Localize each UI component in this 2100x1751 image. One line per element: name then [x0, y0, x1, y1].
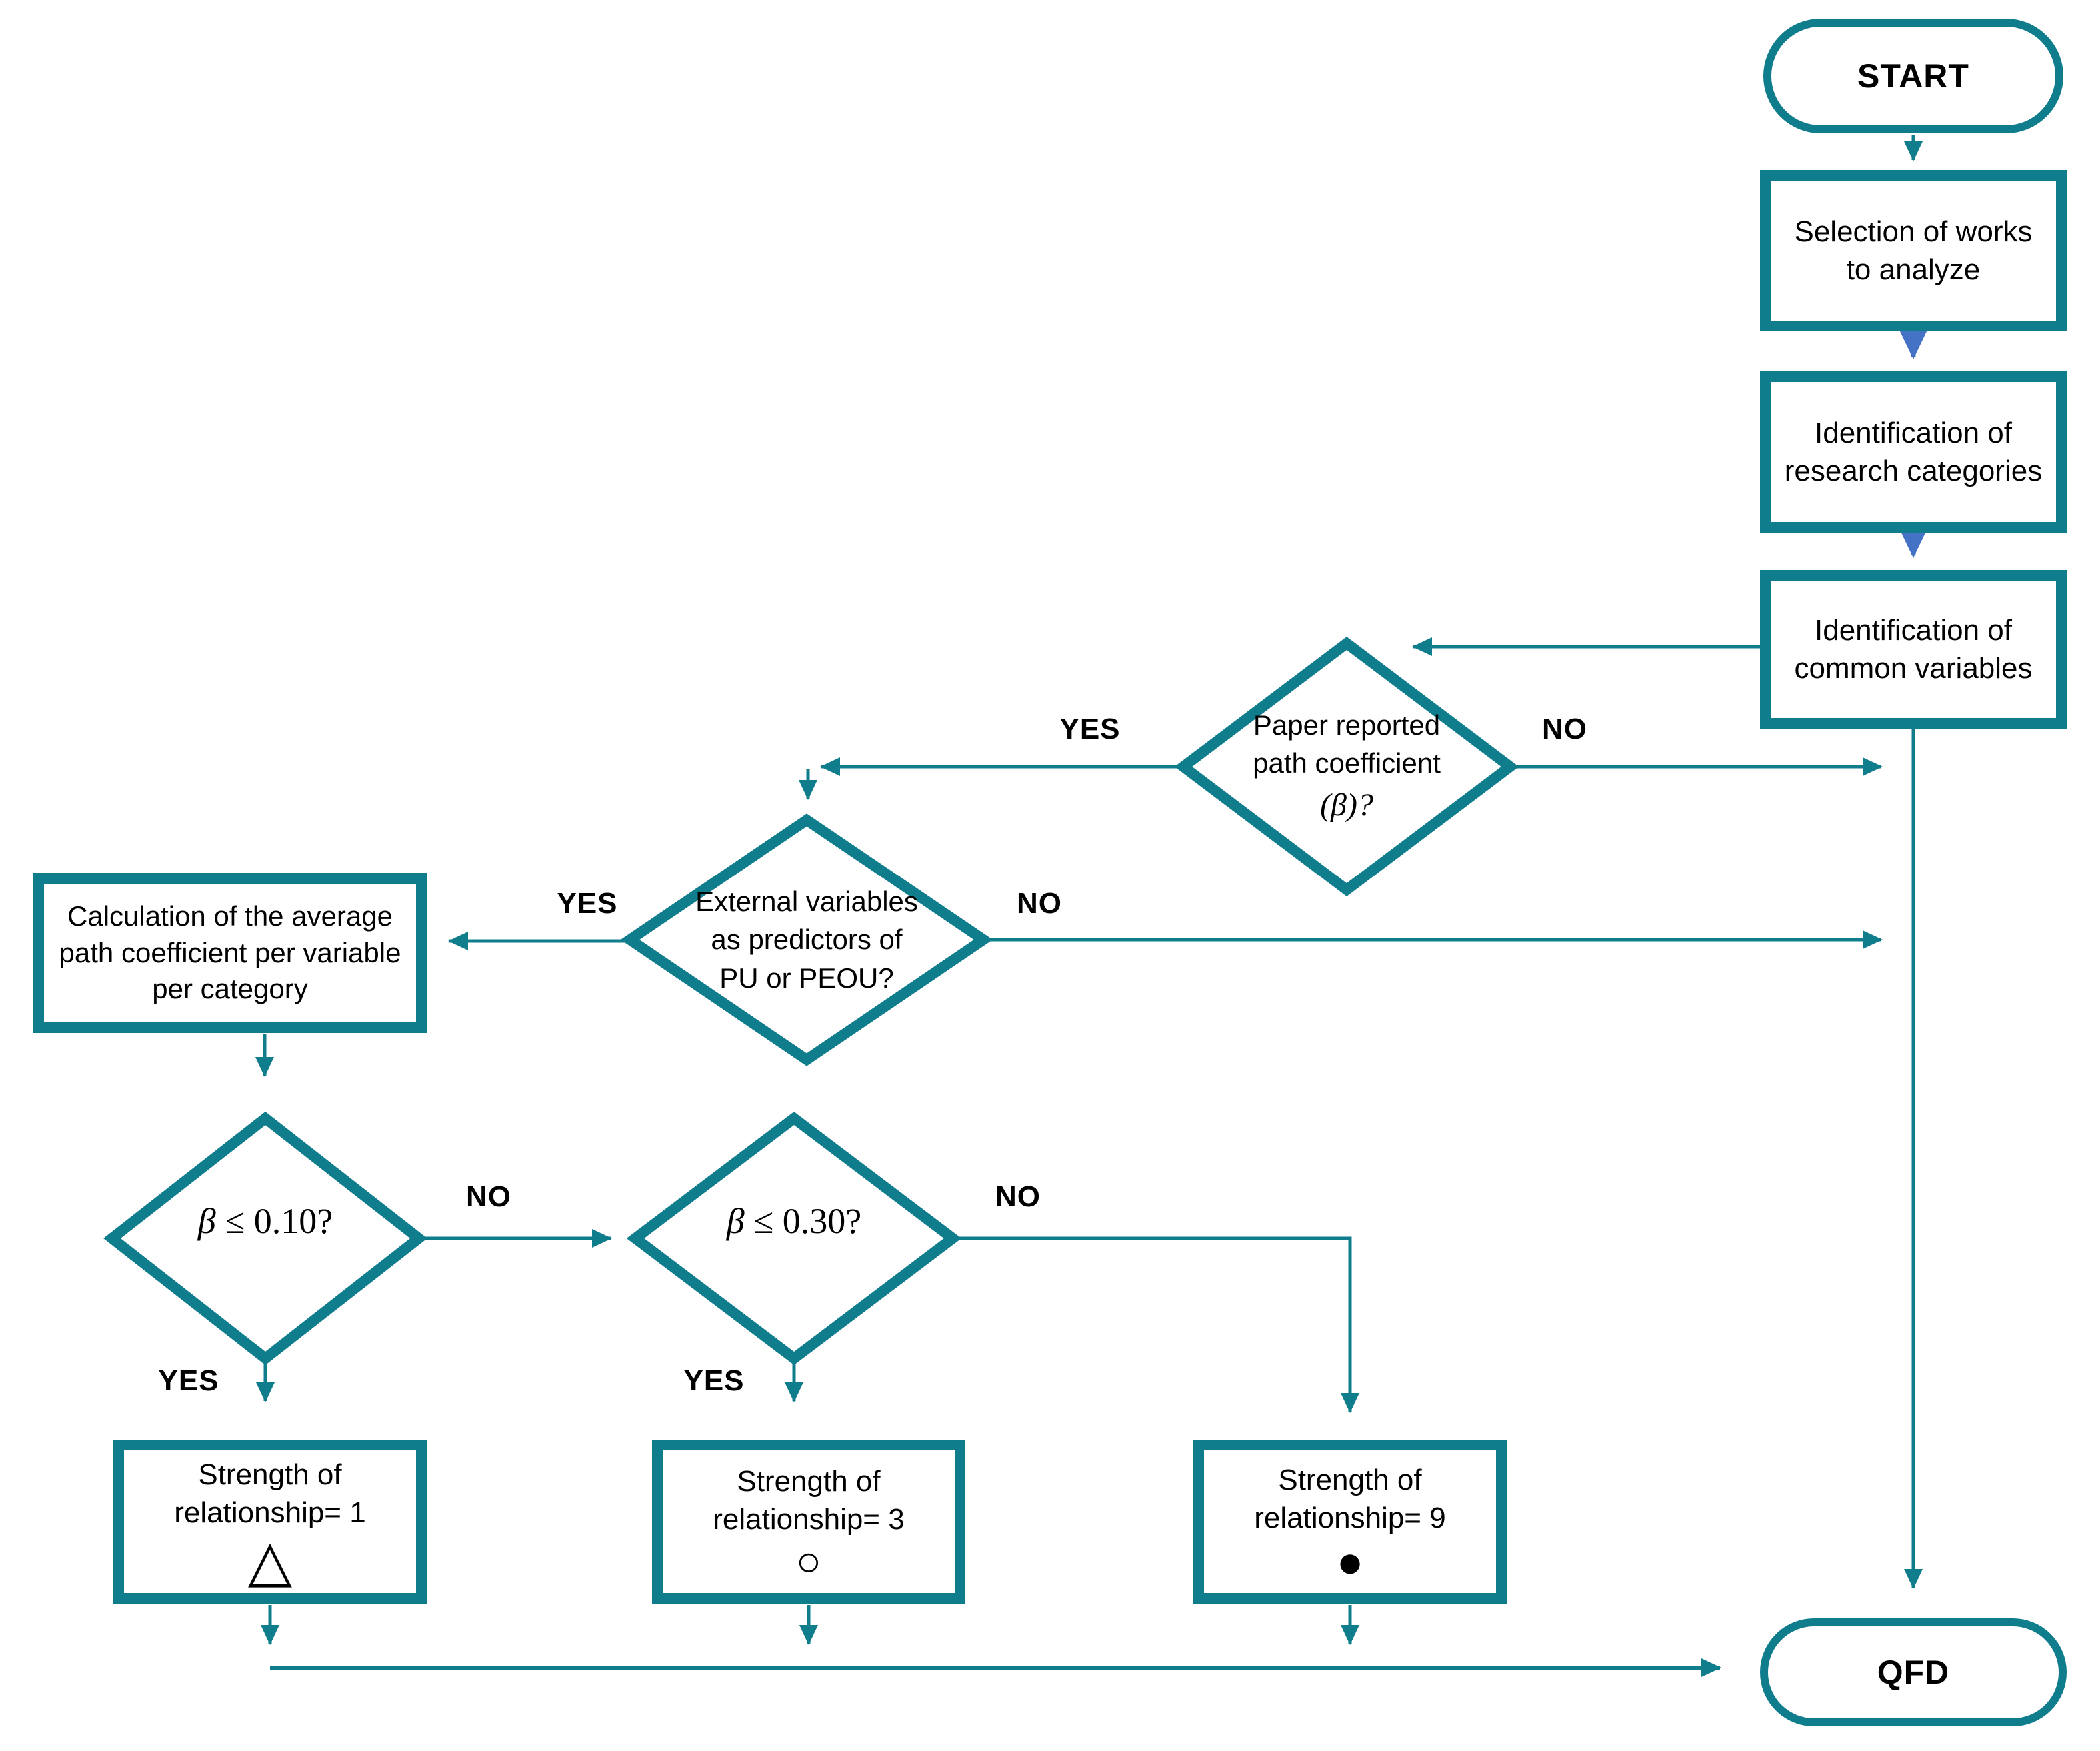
strength9-line1: Strength of [1278, 1464, 1422, 1497]
strength1-line1: Strength of [198, 1458, 342, 1492]
decision-beta-lte-010: β ≤ 0.10? [159, 1197, 372, 1280]
calculation-line1: Calculation of the average [67, 900, 393, 932]
beta030-condition: ≤ 0.30? [753, 1201, 862, 1241]
process-selection-of-works: Selection of works to analyze [1760, 170, 2067, 331]
process-calculation-average-path-coefficient: Calculation of the average path coeffici… [33, 873, 427, 1033]
label-beta010-yes: YES [158, 1364, 219, 1397]
process-identification-common-variables: Identification of common variables [1760, 570, 2067, 729]
process-identification-research-categories: Identification of research categories [1760, 371, 2067, 533]
label-beta010-no: NO [466, 1180, 511, 1213]
variables-line1: Identification of [1815, 613, 2012, 647]
categories-line1: Identification of [1815, 416, 2012, 449]
label-paper-yes: YES [1059, 713, 1121, 745]
categories-line2: research categories [1784, 455, 2043, 487]
strength3-line1: Strength of [737, 1465, 881, 1498]
qfd-label: QFD [1877, 1654, 1950, 1691]
decision-beta-lte-030: β ≤ 0.30? [687, 1197, 901, 1280]
label-beta030-yes: YES [683, 1364, 745, 1397]
qfd-terminator: QFD [1760, 1618, 2067, 1726]
selection-line2: to analyze [1846, 253, 1981, 286]
connector-beta030-no [955, 1236, 1359, 1413]
decision-beta-lte-010-shape [103, 1111, 427, 1366]
strength3-line2: relationship= 3 [713, 1503, 905, 1536]
process-strength-1: Strength of relationship= 1 △ [113, 1440, 427, 1604]
strength9-line2: relationship= 9 [1254, 1502, 1446, 1535]
label-external-no: NO [1017, 887, 1062, 920]
label-paper-no: NO [1542, 713, 1587, 745]
process-strength-9: Strength of relationship= 9 ● [1193, 1440, 1507, 1604]
triangle-outline-symbol: △ [247, 1529, 293, 1594]
start-terminator: START [1763, 19, 2063, 133]
variables-line2: common variables [1794, 652, 2033, 685]
decision-external-variables-predictors-shape [620, 813, 993, 1066]
calculation-line2: path coefficient per variable [59, 936, 401, 968]
paper-line3-beta: (β)? [1320, 787, 1373, 823]
selection-line1: Selection of works [1794, 215, 2033, 248]
label-external-yes: YES [557, 887, 618, 920]
beta010-beta: β [197, 1201, 216, 1241]
decision-paper-reported-path-coefficient: Paper reported path coefficient (β)? [1220, 683, 1473, 850]
external-line3: PU or PEOU? [719, 962, 894, 994]
decision-paper-reported-path-coefficient-shape [1174, 636, 1519, 897]
external-line1: External variables [695, 886, 918, 918]
label-beta030-no: NO [995, 1180, 1041, 1213]
external-line2: as predictors of [711, 924, 903, 956]
beta010-condition: ≤ 0.10? [225, 1201, 333, 1241]
beta030-beta: β [726, 1201, 745, 1241]
decision-beta-lte-030-shape [626, 1111, 962, 1366]
paper-line1: Paper reported [1253, 709, 1441, 741]
paper-line2: path coefficient [1253, 747, 1441, 779]
circle-filled-symbol: ● [1336, 1536, 1364, 1587]
start-label: START [1857, 57, 1969, 95]
strength1-line2: relationship= 1 [174, 1496, 366, 1530]
calculation-line3: per category [152, 973, 308, 1005]
process-strength-3: Strength of relationship= 3 ○ [652, 1440, 965, 1604]
circle-outline-symbol: ○ [795, 1537, 822, 1586]
decision-external-variables-predictors: External variables as predictors of PU o… [673, 859, 940, 1021]
